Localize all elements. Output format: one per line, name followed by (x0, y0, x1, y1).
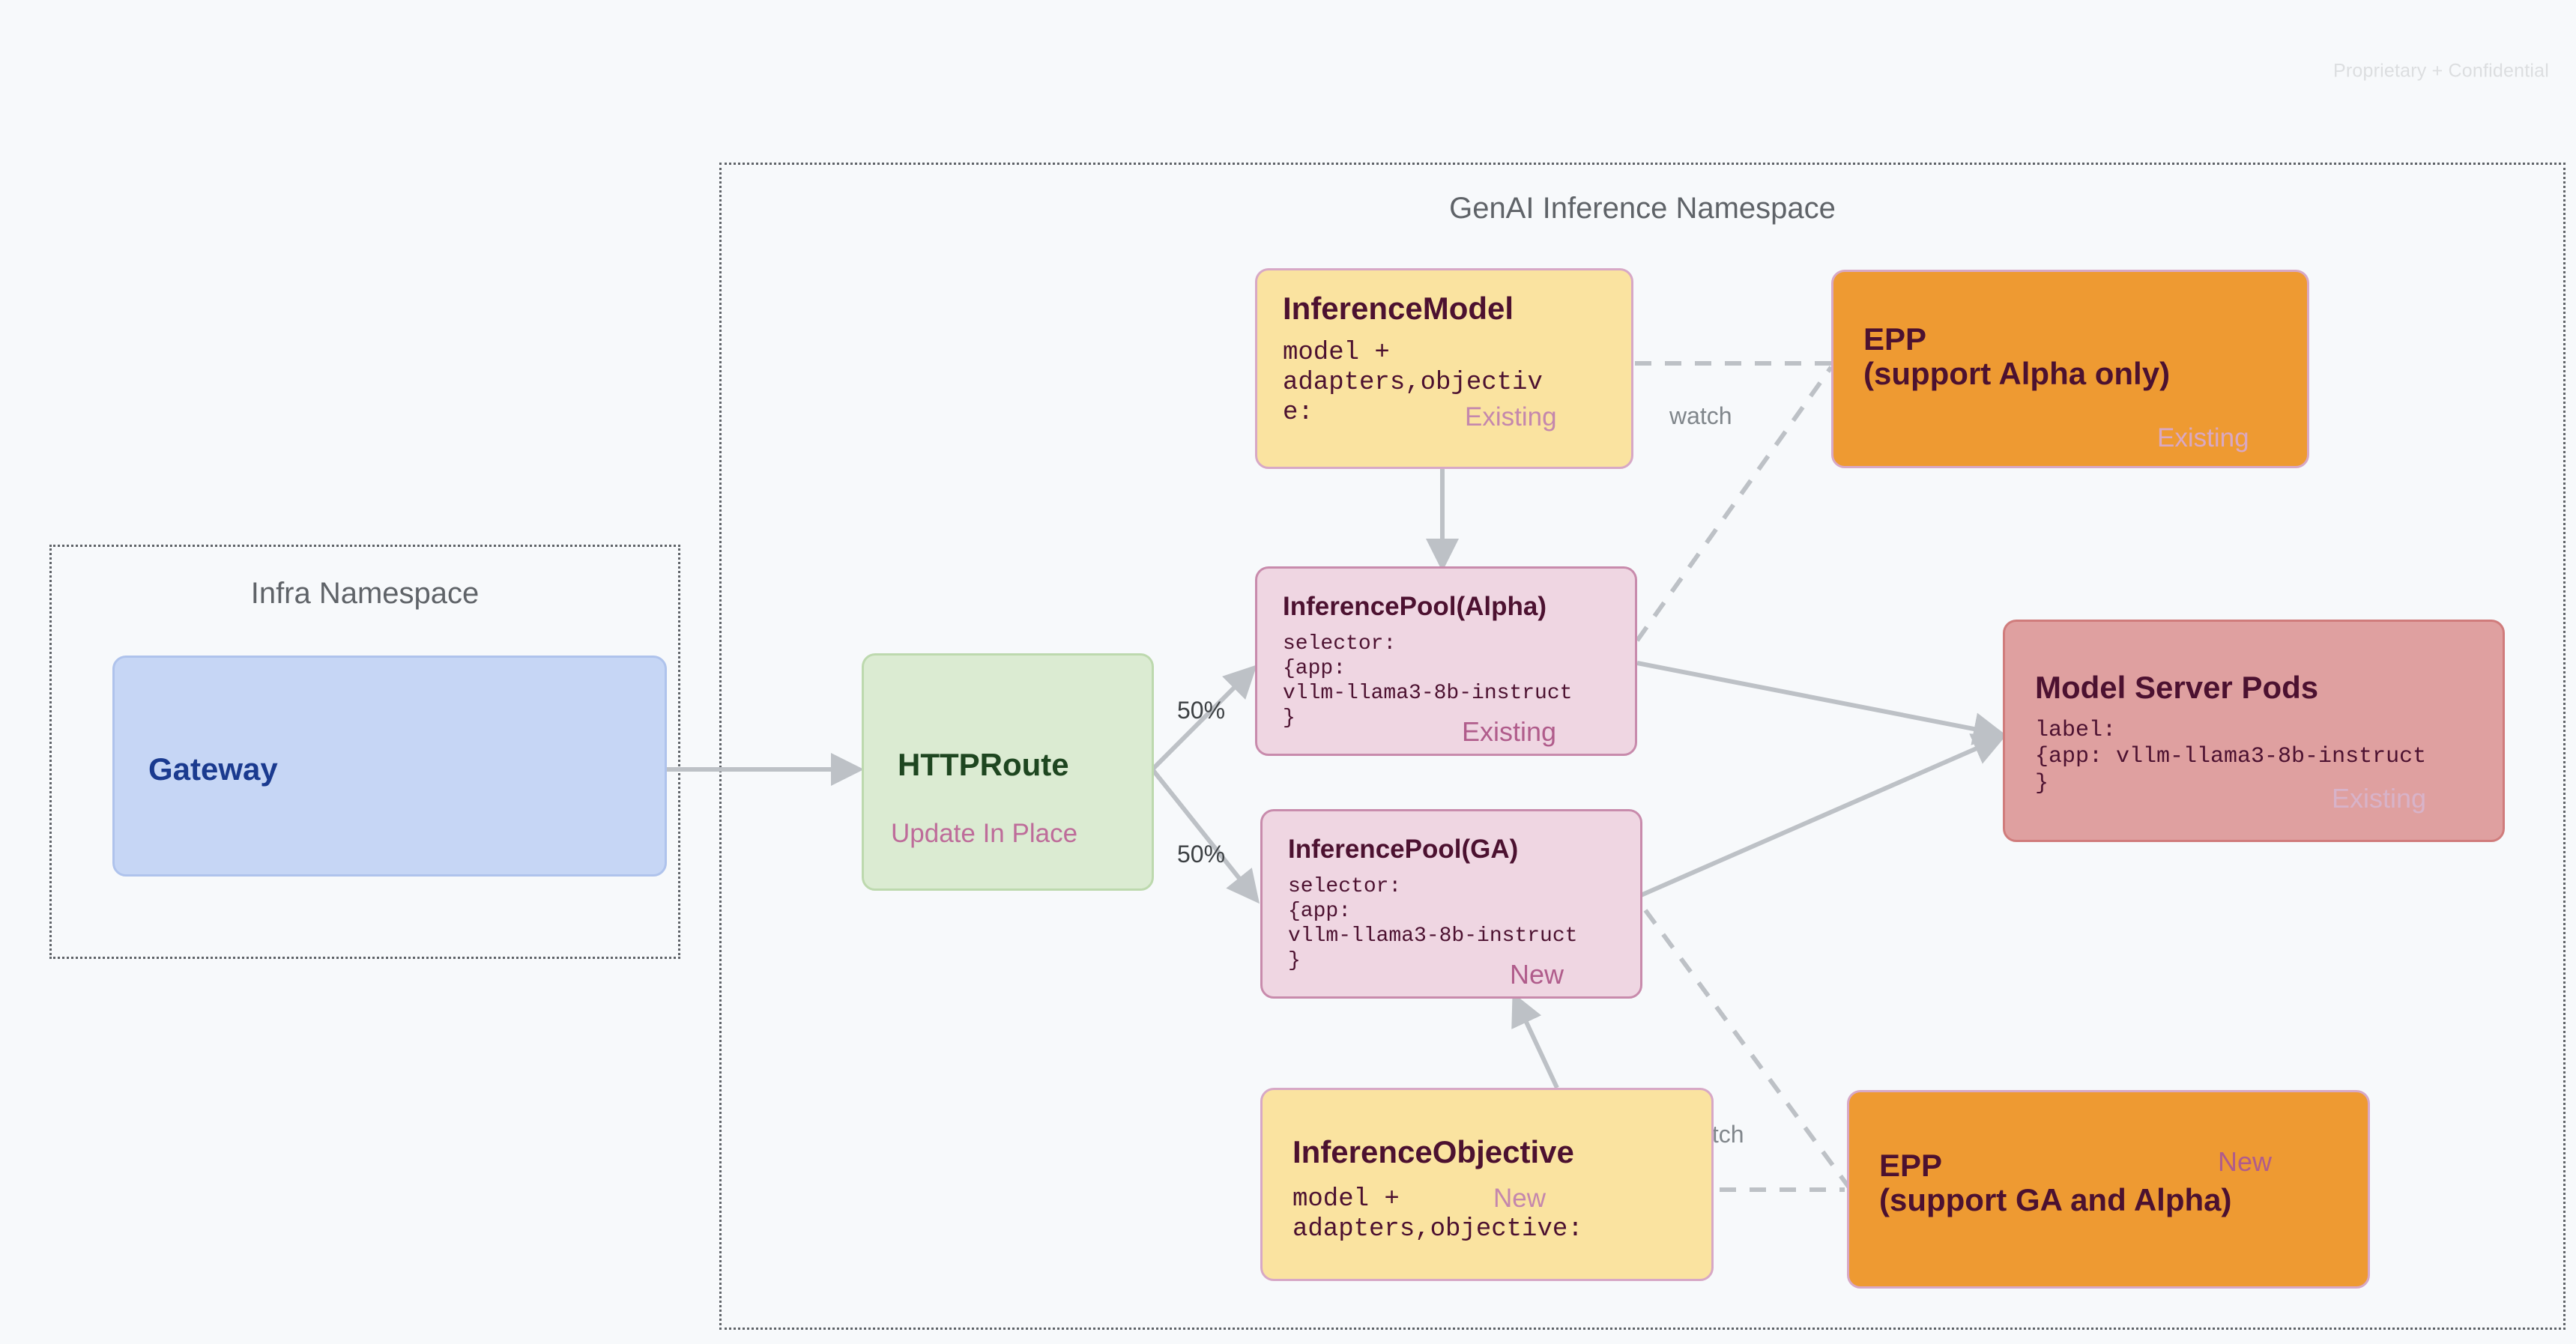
node-inference-pool-alpha[interactable]: InferencePool(Alpha) selector: {app: vll… (1255, 566, 1637, 756)
node-inference-objective-title: InferenceObjective (1292, 1134, 1574, 1169)
node-model-server-pods[interactable]: Model Server Pods label: {app: vllm-llam… (2003, 620, 2505, 842)
node-httproute[interactable]: HTTPRoute Update In Place (862, 653, 1154, 891)
node-gateway-title: Gateway (148, 751, 278, 787)
node-inference-pool-alpha-body: selector: {app: vllm-llama3-8b-instruct … (1283, 632, 1573, 730)
node-epp-alpha-badge: Existing (2157, 423, 2249, 452)
node-inference-pool-ga-body: selector: {app: vllm-llama3-8b-instruct … (1288, 875, 1578, 973)
node-model-server-pods-body: label: {app: vllm-llama3-8b-instruct } (2035, 718, 2427, 796)
node-inference-model-title: InferenceModel (1283, 291, 1514, 326)
node-inference-model-body: model + adapters,objectiv e: (1283, 339, 1543, 428)
edge-label-pool-alpha-split: 50% (1177, 697, 1226, 724)
node-model-server-pods-badge: Existing (2332, 783, 2427, 814)
genai-namespace-container (719, 163, 2566, 1330)
infra-namespace-title: Infra Namespace (250, 577, 480, 610)
node-inference-model-badge: Existing (1465, 402, 1557, 432)
node-epp-ga-badge: New (2218, 1146, 2273, 1177)
node-inference-objective[interactable]: InferenceObjective model + adapters,obje… (1260, 1088, 1714, 1281)
node-epp-alpha[interactable]: EPP (support Alpha only) Existing (1831, 270, 2309, 468)
node-model-server-pods-title: Model Server Pods (2035, 670, 2319, 705)
node-inference-objective-badge: New (1493, 1184, 1546, 1213)
node-inference-objective-body: model + adapters,objective: (1292, 1185, 1583, 1244)
node-httproute-badge: Update In Place (891, 819, 1078, 848)
node-inference-pool-ga-title: InferencePool(GA) (1288, 835, 1519, 864)
node-httproute-title: HTTPRoute (898, 747, 1069, 782)
node-epp-alpha-title: EPP (support Alpha only) (1863, 321, 2171, 392)
node-inference-pool-ga[interactable]: InferencePool(GA) selector: {app: vllm-l… (1260, 809, 1642, 999)
node-gateway[interactable]: Gateway (112, 656, 667, 877)
node-inference-pool-alpha-badge: Existing (1462, 716, 1557, 747)
edge-label-watch-alpha: watch (1669, 402, 1732, 429)
confidential-notice: Proprietary + Confidential (2333, 60, 2549, 82)
node-inference-model[interactable]: InferenceModel model + adapters,objectiv… (1255, 268, 1633, 469)
node-inference-pool-alpha-title: InferencePool(Alpha) (1283, 592, 1546, 621)
node-epp-ga-title: EPP (support GA and Alpha) (1879, 1148, 2232, 1218)
node-inference-pool-ga-badge: New (1510, 959, 1564, 990)
genai-namespace-title: GenAI Inference Namespace (1449, 192, 1836, 225)
edge-label-pool-ga-split: 50% (1177, 841, 1226, 868)
node-epp-ga[interactable]: EPP (support GA and Alpha) New (1847, 1090, 2370, 1289)
infra-namespace-container (49, 545, 680, 959)
